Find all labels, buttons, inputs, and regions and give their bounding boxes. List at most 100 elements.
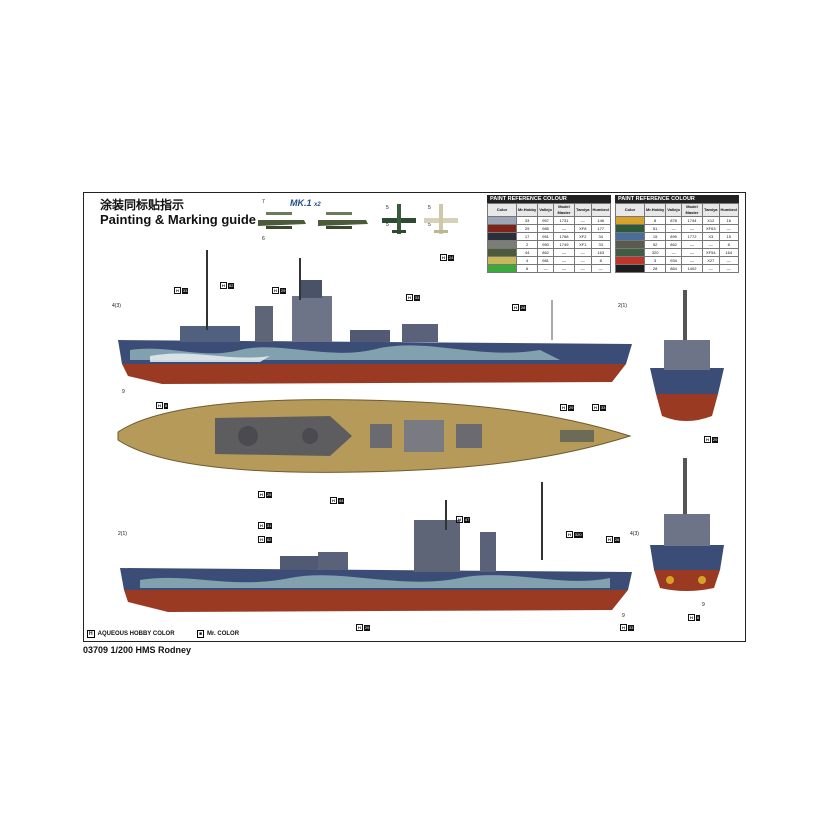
paint-cell: — [537,264,554,273]
col-header: Tamiya [574,203,592,217]
marking-label: 9 [122,389,125,395]
aircraft-model: MK.1 [290,198,312,208]
paint-cell: — [718,264,740,273]
paint-cell: 177 [590,224,612,233]
ship-deck-plan [117,399,632,473]
aircraft-swordfish-bottom [424,204,458,234]
paint-cell: 1744 [680,216,704,225]
paint-cell: 8 [718,240,740,249]
paint-cell: 2 [515,240,539,249]
paint-cell: 15 [643,232,667,241]
aircraft-num: 6 [262,236,265,242]
title-chinese: 涂装同标贴指示 [100,198,185,212]
aircraft-num: 5 [428,205,431,211]
paint-cell: 864 [665,264,682,273]
paint-cell: — [552,248,576,257]
paint-cell: — [702,264,720,273]
paint-cell: — [552,256,576,265]
color-swatch [615,256,645,265]
col-header: Humbrol [590,203,612,217]
paint-cell: 951 [537,232,554,241]
paint-cell: 320 [643,248,667,257]
paint-cell: 146 [590,216,612,225]
paint-cell: 1402 [680,264,704,273]
paint-cell: 934 [665,256,682,265]
paint-cell: XF63 [702,224,720,233]
paint-cell: X3 [702,232,720,241]
paint-cell: 17 [515,232,539,241]
paint-cell: — [680,224,704,233]
color-swatch [487,240,517,249]
paint-table-caption: PAINT REFERENCE COLOUR [487,195,611,203]
marking-label: 9 [622,613,625,619]
paint-cell: 164 [718,248,740,257]
marking-label: 9 [702,602,705,608]
aircraft-num: 7 [262,199,265,205]
col-header: Color [487,203,517,217]
paint-cell: — [718,224,740,233]
col-header: Model Master [552,203,576,217]
paint-row: 51——XF63— [615,224,740,233]
paint-cell: 33 [590,240,612,249]
paint-cell: 950 [537,240,554,249]
color-swatch [615,216,645,225]
paint-cell: — [590,264,612,273]
paint-cell: 957 [537,216,554,225]
col-header: Vallejo [537,203,554,217]
paint-cell: XF1 [574,240,592,249]
color-swatch [615,240,645,249]
col-header: Model Master [680,203,704,217]
paint-cell: 8 [643,216,667,225]
paint-cell: — [574,248,592,257]
paint-cell: 34 [590,232,612,241]
paint-cell: 899 [665,232,682,241]
col-header: Humbrol [718,203,740,217]
col-header: Color [615,203,645,217]
paint-cell: 862 [537,248,554,257]
color-swatch [487,232,517,241]
paint-cell: 862 [665,240,682,249]
paint-cell: — [574,256,592,265]
paint-cell: 1731 [552,216,576,225]
paint-cell: — [665,248,682,257]
paint-cell: 8 [590,256,612,265]
paint-cell: XF2 [574,232,592,241]
paint-cell: — [574,264,592,273]
ship-bow-view [650,290,724,421]
paint-cell: — [665,224,682,233]
paint-cell: — [702,240,720,249]
paint-cell: 33 [515,216,539,225]
paint-cell: 6 [515,264,539,273]
color-swatch [615,264,645,273]
ship-stern-view [650,458,724,591]
paint-cell: — [574,216,592,225]
paint-cell: XF8 [574,224,592,233]
color-swatch [615,232,645,241]
paint-table-caption: PAINT REFERENCE COLOUR [615,195,739,203]
paint-row: 6———— [487,264,612,273]
color-swatch [487,216,517,225]
color-swatch [487,224,517,233]
color-swatch [487,256,517,265]
paint-cell: 1749 [552,240,576,249]
